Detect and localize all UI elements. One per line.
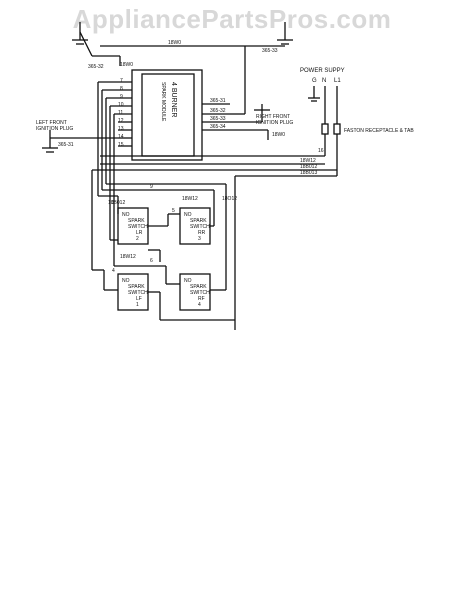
wire-ref-365-33-top: 365-33 xyxy=(262,48,278,54)
wire-num-4: 4 xyxy=(112,268,115,274)
left-plug-label-2: IGNITION PLUG xyxy=(36,126,73,132)
switch-lf-position: LF xyxy=(136,296,142,302)
left-front-plug xyxy=(42,130,118,153)
wire-num-3: 3 xyxy=(112,200,115,206)
power-supply-wires xyxy=(100,86,341,330)
spark-switch-rf xyxy=(179,273,211,311)
switch-rf-number: 4 xyxy=(198,302,201,308)
module-right-wires xyxy=(202,62,269,140)
gauge-18w0-top: 18W0 xyxy=(168,40,181,46)
switch-rr-switch: SWITCH xyxy=(190,224,210,230)
wire-ref-365-31-left: 365-31 xyxy=(58,142,74,148)
switch-lf-number: 1 xyxy=(136,302,139,308)
wire-num-6: 6 xyxy=(150,258,153,264)
switch-rf-position: RF xyxy=(198,296,205,302)
switch-rr-number: 3 xyxy=(198,236,201,242)
wire-num-15: 15 xyxy=(118,142,124,148)
top-left-plug xyxy=(72,22,93,57)
wire-ref-365-34: 365-34 xyxy=(210,124,226,130)
wire-num-13: 13 xyxy=(118,126,124,132)
switch-rf-switch: SWITCH xyxy=(190,290,210,296)
switch-lr-switch: SWITCH xyxy=(128,224,148,230)
switch-wiring xyxy=(92,106,235,321)
switch-rr-position: RR xyxy=(198,230,206,236)
gauge-18w0-right: 18W0 xyxy=(272,132,285,138)
wire-num-9-switch: 9 xyxy=(150,184,153,190)
wire-num-5: 5 xyxy=(172,208,175,214)
gauge-18w12-switch: 18W12 xyxy=(182,196,198,202)
power-supply-title: POWER SUPPY xyxy=(300,68,345,74)
wire-ref-365-32: 365-32 xyxy=(210,108,226,114)
gauge-18b013-power: 18B013 xyxy=(300,170,317,176)
right-front-plug xyxy=(254,104,270,111)
wire-num-10: 10 xyxy=(118,102,124,108)
right-plug-label-1: RIGHT FRONT xyxy=(256,114,290,120)
power-terminal-n: N xyxy=(322,78,326,84)
wire-num-7: 7 xyxy=(120,78,123,84)
switch-rr-no: NO xyxy=(184,212,192,218)
switch-lf-spark: SPARK xyxy=(128,284,145,290)
spark-switch-lf xyxy=(117,273,149,311)
wire-num-8: 8 xyxy=(120,86,123,92)
wire-num-9: 9 xyxy=(120,94,123,100)
switch-lr-number: 2 xyxy=(136,236,139,242)
wire-num-14: 14 xyxy=(118,134,124,140)
spark-module-title: 4 BURNER xyxy=(170,82,177,117)
faston-label: FASTON RECEPTACLE & TAB xyxy=(344,128,414,134)
gauge-18o12-switch: 18O12 xyxy=(222,196,237,202)
wire-num-16: 16 xyxy=(318,148,324,154)
gauge-18w12-power: 18W12 xyxy=(300,158,316,164)
power-terminal-g: G xyxy=(312,78,317,84)
wire-ref-365-31: 365-31 xyxy=(210,98,226,104)
switch-lf-switch: SWITCH xyxy=(128,290,148,296)
gauge-18b012-switch: 18B012 xyxy=(108,200,125,206)
spark-module-subtitle: SPARK MODULE xyxy=(160,82,166,122)
spark-module-inner xyxy=(141,73,195,157)
right-plug-label-2: IGNITION PLUG xyxy=(256,120,293,126)
wire-num-11: 11 xyxy=(118,110,123,116)
switch-rf-no: NO xyxy=(184,278,192,284)
left-plug-label-1: LEFT FRONT xyxy=(36,120,67,126)
switch-rf-spark: SPARK xyxy=(190,284,207,290)
power-terminal-l1: L1 xyxy=(334,78,341,84)
wire-num-12: 12 xyxy=(118,118,124,124)
switch-lf-no: NO xyxy=(122,278,130,284)
module-left-wires xyxy=(97,81,132,196)
gauge-18w0-left: 18W0 xyxy=(120,62,133,68)
gauge-18w12-lower: 18W12 xyxy=(120,254,136,260)
wire-ref-365-32-top: 365-32 xyxy=(88,64,104,70)
switch-lr-no: NO xyxy=(122,212,130,218)
switch-lr-spark: SPARK xyxy=(128,218,145,224)
switch-rr-spark: SPARK xyxy=(190,218,207,224)
top-right-plug xyxy=(277,22,293,45)
wire-ref-365-33: 365-33 xyxy=(210,116,226,122)
switch-lr-position: LR xyxy=(136,230,143,236)
gauge-18b012-power: 18B012 xyxy=(300,164,317,170)
spark-switch-lr xyxy=(117,207,149,245)
